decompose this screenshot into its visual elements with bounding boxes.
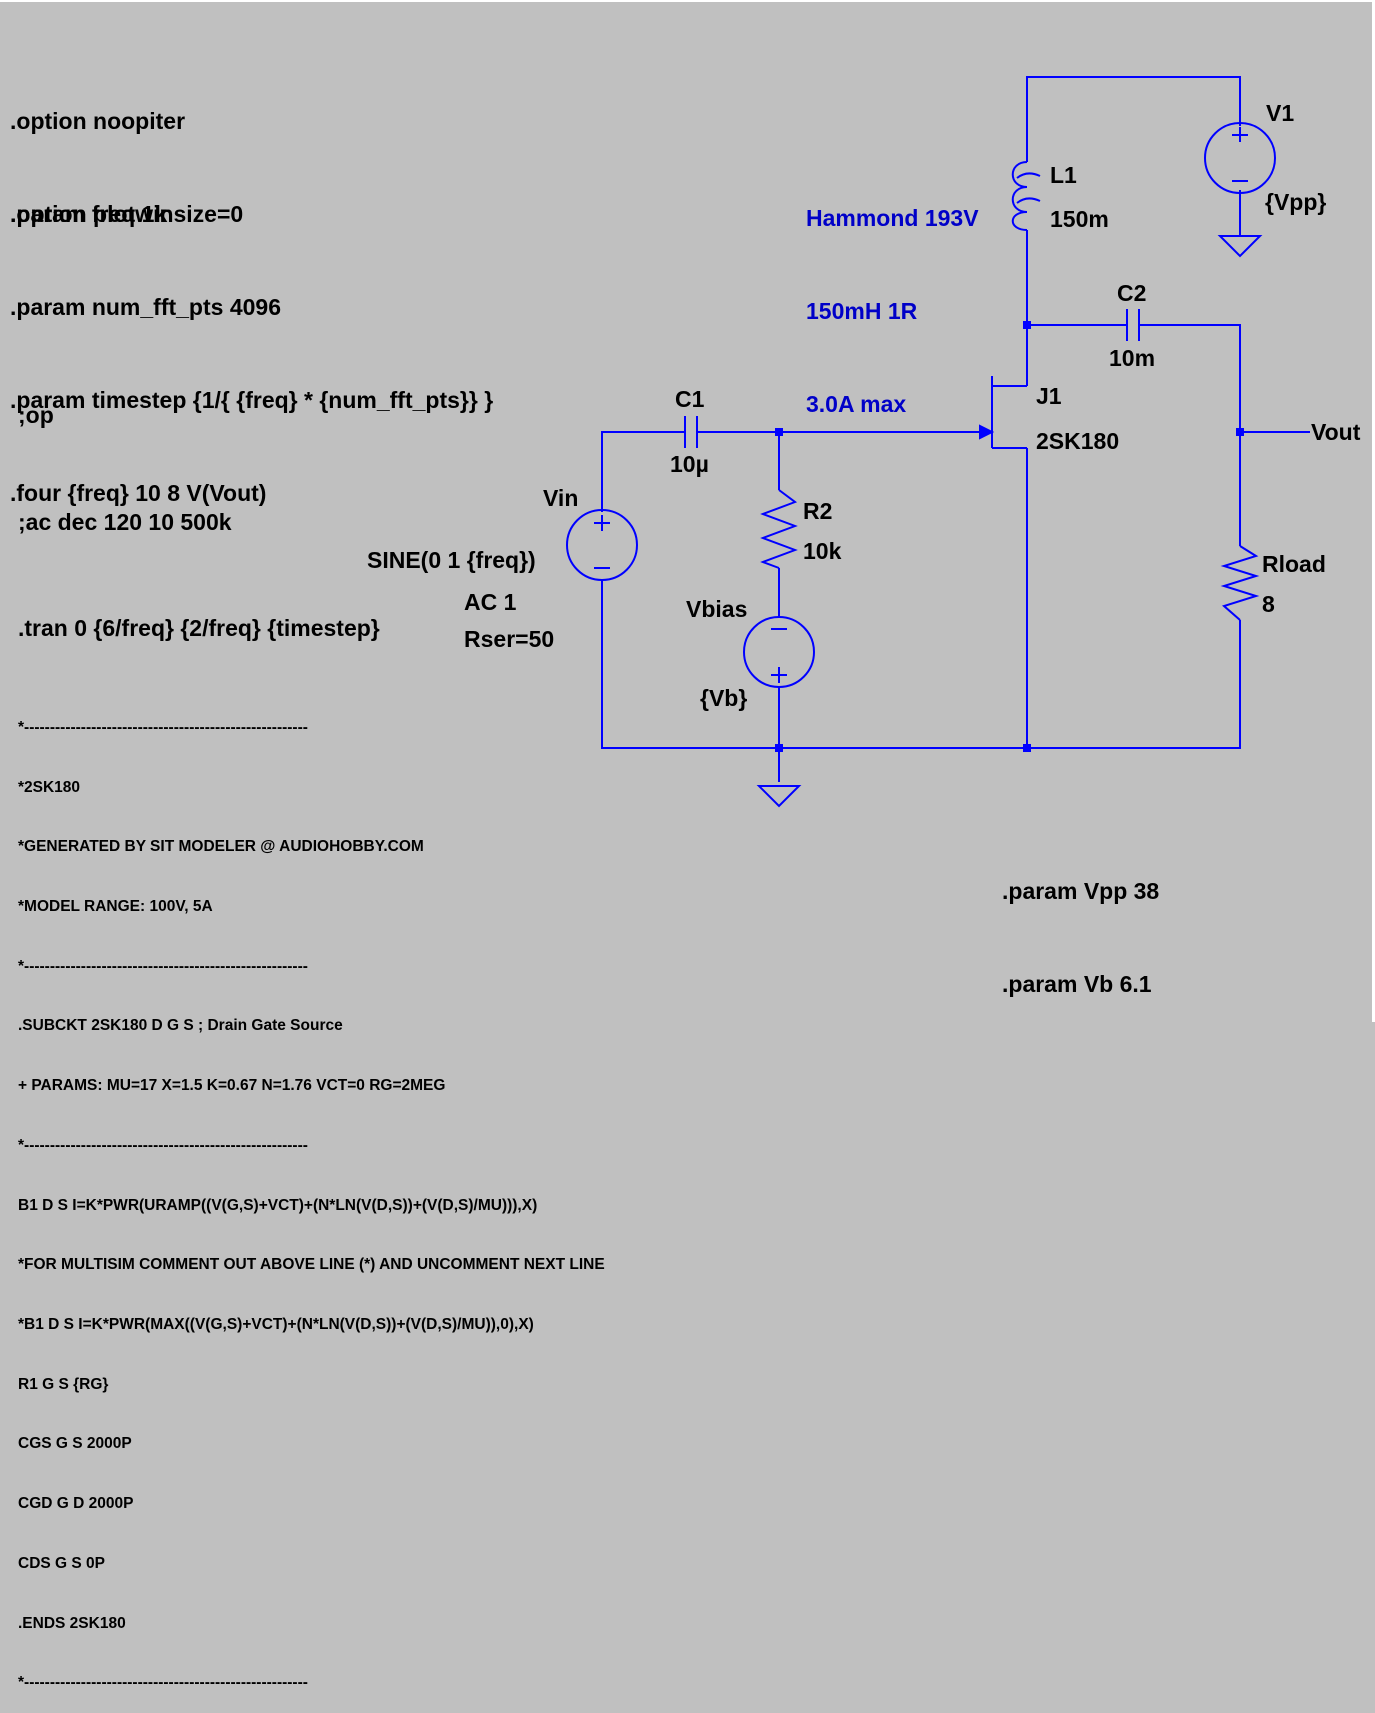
note-line: Hammond 193V [806,205,979,231]
model-line: *GENERATED BY SIT MODELER @ AUDIOHOBBY.C… [18,838,424,856]
rload-symbol [1220,545,1260,621]
model-line: CGS G S 2000P [18,1435,132,1453]
v1-symbol [1204,122,1276,194]
junction-ground-right [1023,744,1031,752]
directive-line: ;op [18,402,54,428]
vbias-value[interactable]: {Vb} [700,685,748,711]
j1-model[interactable]: 2SK180 [1036,428,1120,454]
ground-v1 [1217,235,1263,258]
c1-symbol [684,416,698,448]
model-line: *2SK180 [18,778,81,796]
j1-symbol [979,376,1027,449]
vin-name[interactable]: Vin [543,485,579,511]
c2-symbol [1126,309,1140,341]
inductor-note[interactable]: Hammond 193V 150mH 1R 3.0A max [806,141,979,451]
c2-name[interactable]: C2 [1117,280,1147,306]
rload-value[interactable]: 8 [1262,591,1275,617]
model-line: *---------------------------------------… [18,1136,308,1154]
directive-line: .param Vb 6.1 [1002,971,1152,997]
directive-line: .param num_fft_pts 4096 [10,294,281,320]
model-line: R1 G S {RG} [18,1375,109,1393]
vin-symbol [566,509,638,581]
l1-symbol [1011,150,1041,231]
model-line: .ENDS 2SK180 [18,1614,126,1632]
wire-top [1026,76,1241,162]
directive-line: .option plotwinsize=0 [10,201,244,227]
model-line: + PARAMS: MU=17 X=1.5 K=0.67 N=1.76 VCT=… [18,1077,446,1095]
model-line: .SUBCKT 2SK180 D G S ; Drain Gate Source [18,1017,343,1035]
option-directives[interactable]: .option noopiter .option plotwinsize=0 [10,44,243,261]
directive-line: ;ac dec 120 10 500k [18,508,232,535]
schematic-canvas[interactable] [0,0,1375,1022]
vin-value[interactable]: SINE(0 1 {freq}) [367,547,536,573]
wire-rload-bottom [601,580,1241,749]
c1-name[interactable]: C1 [675,386,705,412]
model-line: B1 D S I=K*PWR(URAMP((V(G,S)+VCT)+(N*LN(… [18,1196,538,1214]
junction-vout [1236,428,1244,436]
model-line: *FOR MULTISIM COMMENT OUT ABOVE LINE (*)… [18,1256,605,1274]
r2-value[interactable]: 10k [803,538,842,564]
model-line: CGD G D 2000P [18,1495,134,1513]
l1-value[interactable]: 150m [1050,206,1109,232]
model-line: *---------------------------------------… [18,957,308,975]
model-text-block[interactable]: *---------------------------------------… [18,678,605,1713]
c1-value[interactable]: 10µ [670,451,709,477]
vbias-symbol [743,616,815,688]
vout-net-label[interactable]: Vout [1311,419,1361,445]
model-line: *B1 D S I=K*PWR(MAX((V(G,S)+VCT)+(N*LN(V… [18,1316,534,1333]
wire-vin-c1 [601,431,685,512]
wire-c2-vout [1139,324,1241,546]
rload-name[interactable]: Rload [1262,551,1326,577]
schematic-drawing [566,76,1310,808]
model-line: *---------------------------------------… [18,718,308,736]
note-line: 3.0A max [806,391,907,417]
junction-gate [775,428,783,436]
directive-line: .param freq 1k [10,201,168,227]
c2-value[interactable]: 10m [1109,345,1156,371]
l1-name[interactable]: L1 [1050,162,1077,188]
note-line: 150mH 1R [806,298,918,324]
junction-ground-left [775,744,783,752]
j1-name[interactable]: J1 [1036,383,1062,409]
directive-line: .param Vpp 38 [1002,878,1160,904]
ground-vbias [756,785,802,808]
model-line: *---------------------------------------… [18,1674,308,1692]
junction-drain [1023,321,1031,329]
supply-param-directives[interactable]: .param Vpp 38 .param Vb 6.1 [1002,814,1159,1031]
directive-line: .four {freq} 10 8 V(Vout) [10,480,267,506]
model-line: CDS G S 0P [18,1554,105,1572]
vin-ac[interactable]: AC 1 [464,589,517,615]
directive-line: .option noopiter [10,108,186,134]
r2-symbol [760,489,798,569]
v1-value[interactable]: {Vpp} [1265,189,1327,215]
directive-line: .param timestep {1/{ {freq} * {num_fft_p… [10,387,494,413]
directive-line: .tran 0 {6/freq} {2/freq} {timestep} [18,615,380,641]
analysis-directives[interactable]: ;op ;ac dec 120 10 500k .tran 0 {6/freq}… [18,327,380,682]
vin-rser[interactable]: Rser=50 [464,626,555,652]
vbias-name[interactable]: Vbias [686,596,748,622]
model-line: *MODEL RANGE: 100V, 5A [18,897,213,915]
param-directives[interactable]: .param freq 1k .param num_fft_pts 4096 .… [10,137,493,540]
v1-name[interactable]: V1 [1266,100,1295,126]
r2-name[interactable]: R2 [803,498,833,524]
